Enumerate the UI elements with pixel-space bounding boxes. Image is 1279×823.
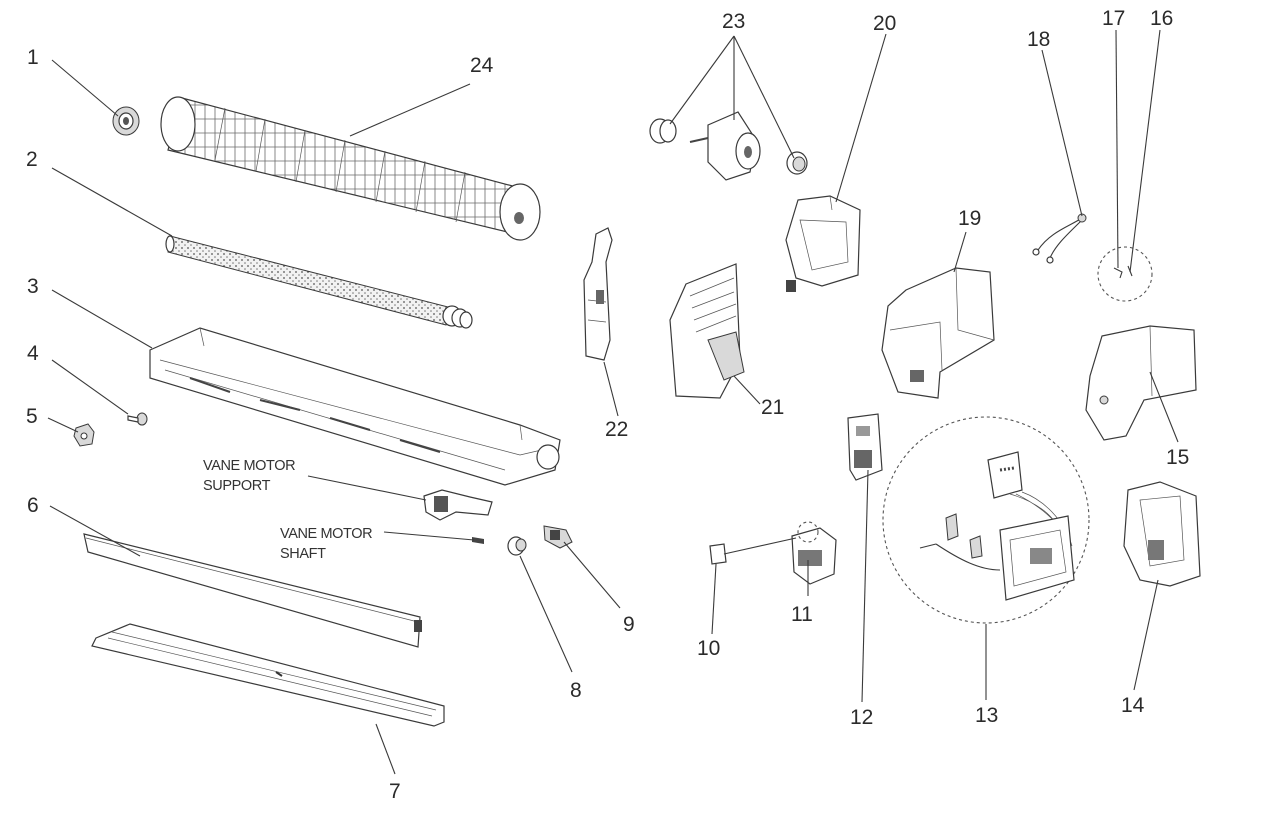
callout-24: 24 (470, 54, 494, 77)
part-2-insulation-pipe (165, 235, 473, 329)
part-18-lead-wire (1032, 213, 1087, 264)
part-6-horizontal-vane (83, 533, 422, 648)
part-13-control-pcb (882, 416, 1090, 624)
callout-9: 9 (623, 613, 635, 636)
label-vane-motor-shaft-line1: VANE MOTOR (280, 526, 372, 542)
part-20-motor-bracket (785, 195, 861, 292)
callout-22: 22 (605, 418, 628, 441)
callout-10: 10 (697, 637, 720, 660)
part-16-17-terminals (1097, 246, 1153, 302)
part-10-cover (709, 543, 727, 565)
callout-4: 4 (27, 342, 39, 365)
callout-17: 17 (1102, 7, 1125, 30)
part-12-receiver-pcb (847, 413, 883, 481)
callout-5: 5 (26, 405, 38, 428)
callout-19: 19 (958, 207, 981, 230)
part-19-electrical-box (881, 267, 995, 399)
part-4-screw (127, 412, 148, 426)
callout-11: 11 (791, 603, 813, 626)
callout-14: 14 (1121, 694, 1145, 717)
leader-lines (47, 29, 1179, 775)
part-3-drain-pan (149, 327, 561, 486)
part-11-thermistor (791, 521, 837, 585)
part-23-fan-motor (649, 111, 808, 181)
part-vane-motor-support (423, 489, 493, 521)
part-21-side-plate (669, 263, 745, 399)
callout-6: 6 (27, 494, 39, 517)
part-14-terminal-holder (1123, 481, 1201, 587)
callout-12: 12 (850, 706, 873, 729)
callout-18: 18 (1027, 28, 1050, 51)
part-22-bracket (583, 227, 613, 361)
label-vane-motor-shaft-line2: SHAFT (280, 546, 326, 562)
callout-16: 16 (1150, 7, 1173, 30)
callout-3: 3 (27, 275, 39, 298)
callout-numbers: 1 2 3 4 5 6 7 8 9 10 11 12 13 14 15 16 1… (26, 7, 1189, 803)
callout-7: 7 (389, 780, 401, 803)
label-vane-motor-support-line2: SUPPORT (203, 478, 271, 494)
callout-8: 8 (570, 679, 582, 702)
part-1-bearing (112, 106, 140, 136)
callout-2: 2 (26, 148, 38, 171)
part-5-clip (73, 423, 95, 447)
label-vane-motor-support-line1: VANE MOTOR (203, 458, 295, 474)
text-labels: VANE MOTOR SUPPORT VANE MOTOR SHAFT (203, 458, 373, 562)
part-vane-motor-shaft (472, 537, 484, 544)
part-24-line-flow-fan (160, 96, 541, 241)
callout-15: 15 (1166, 446, 1189, 469)
part-9-vane-motor (543, 525, 573, 549)
part-15-box-cover (1085, 325, 1197, 441)
callout-20: 20 (873, 12, 896, 35)
part-7-front-panel (91, 623, 445, 727)
callout-21: 21 (761, 396, 784, 419)
part-8-bushing (507, 536, 527, 556)
callout-1: 1 (27, 46, 39, 69)
callout-23: 23 (722, 10, 745, 33)
callout-13: 13 (975, 704, 998, 727)
